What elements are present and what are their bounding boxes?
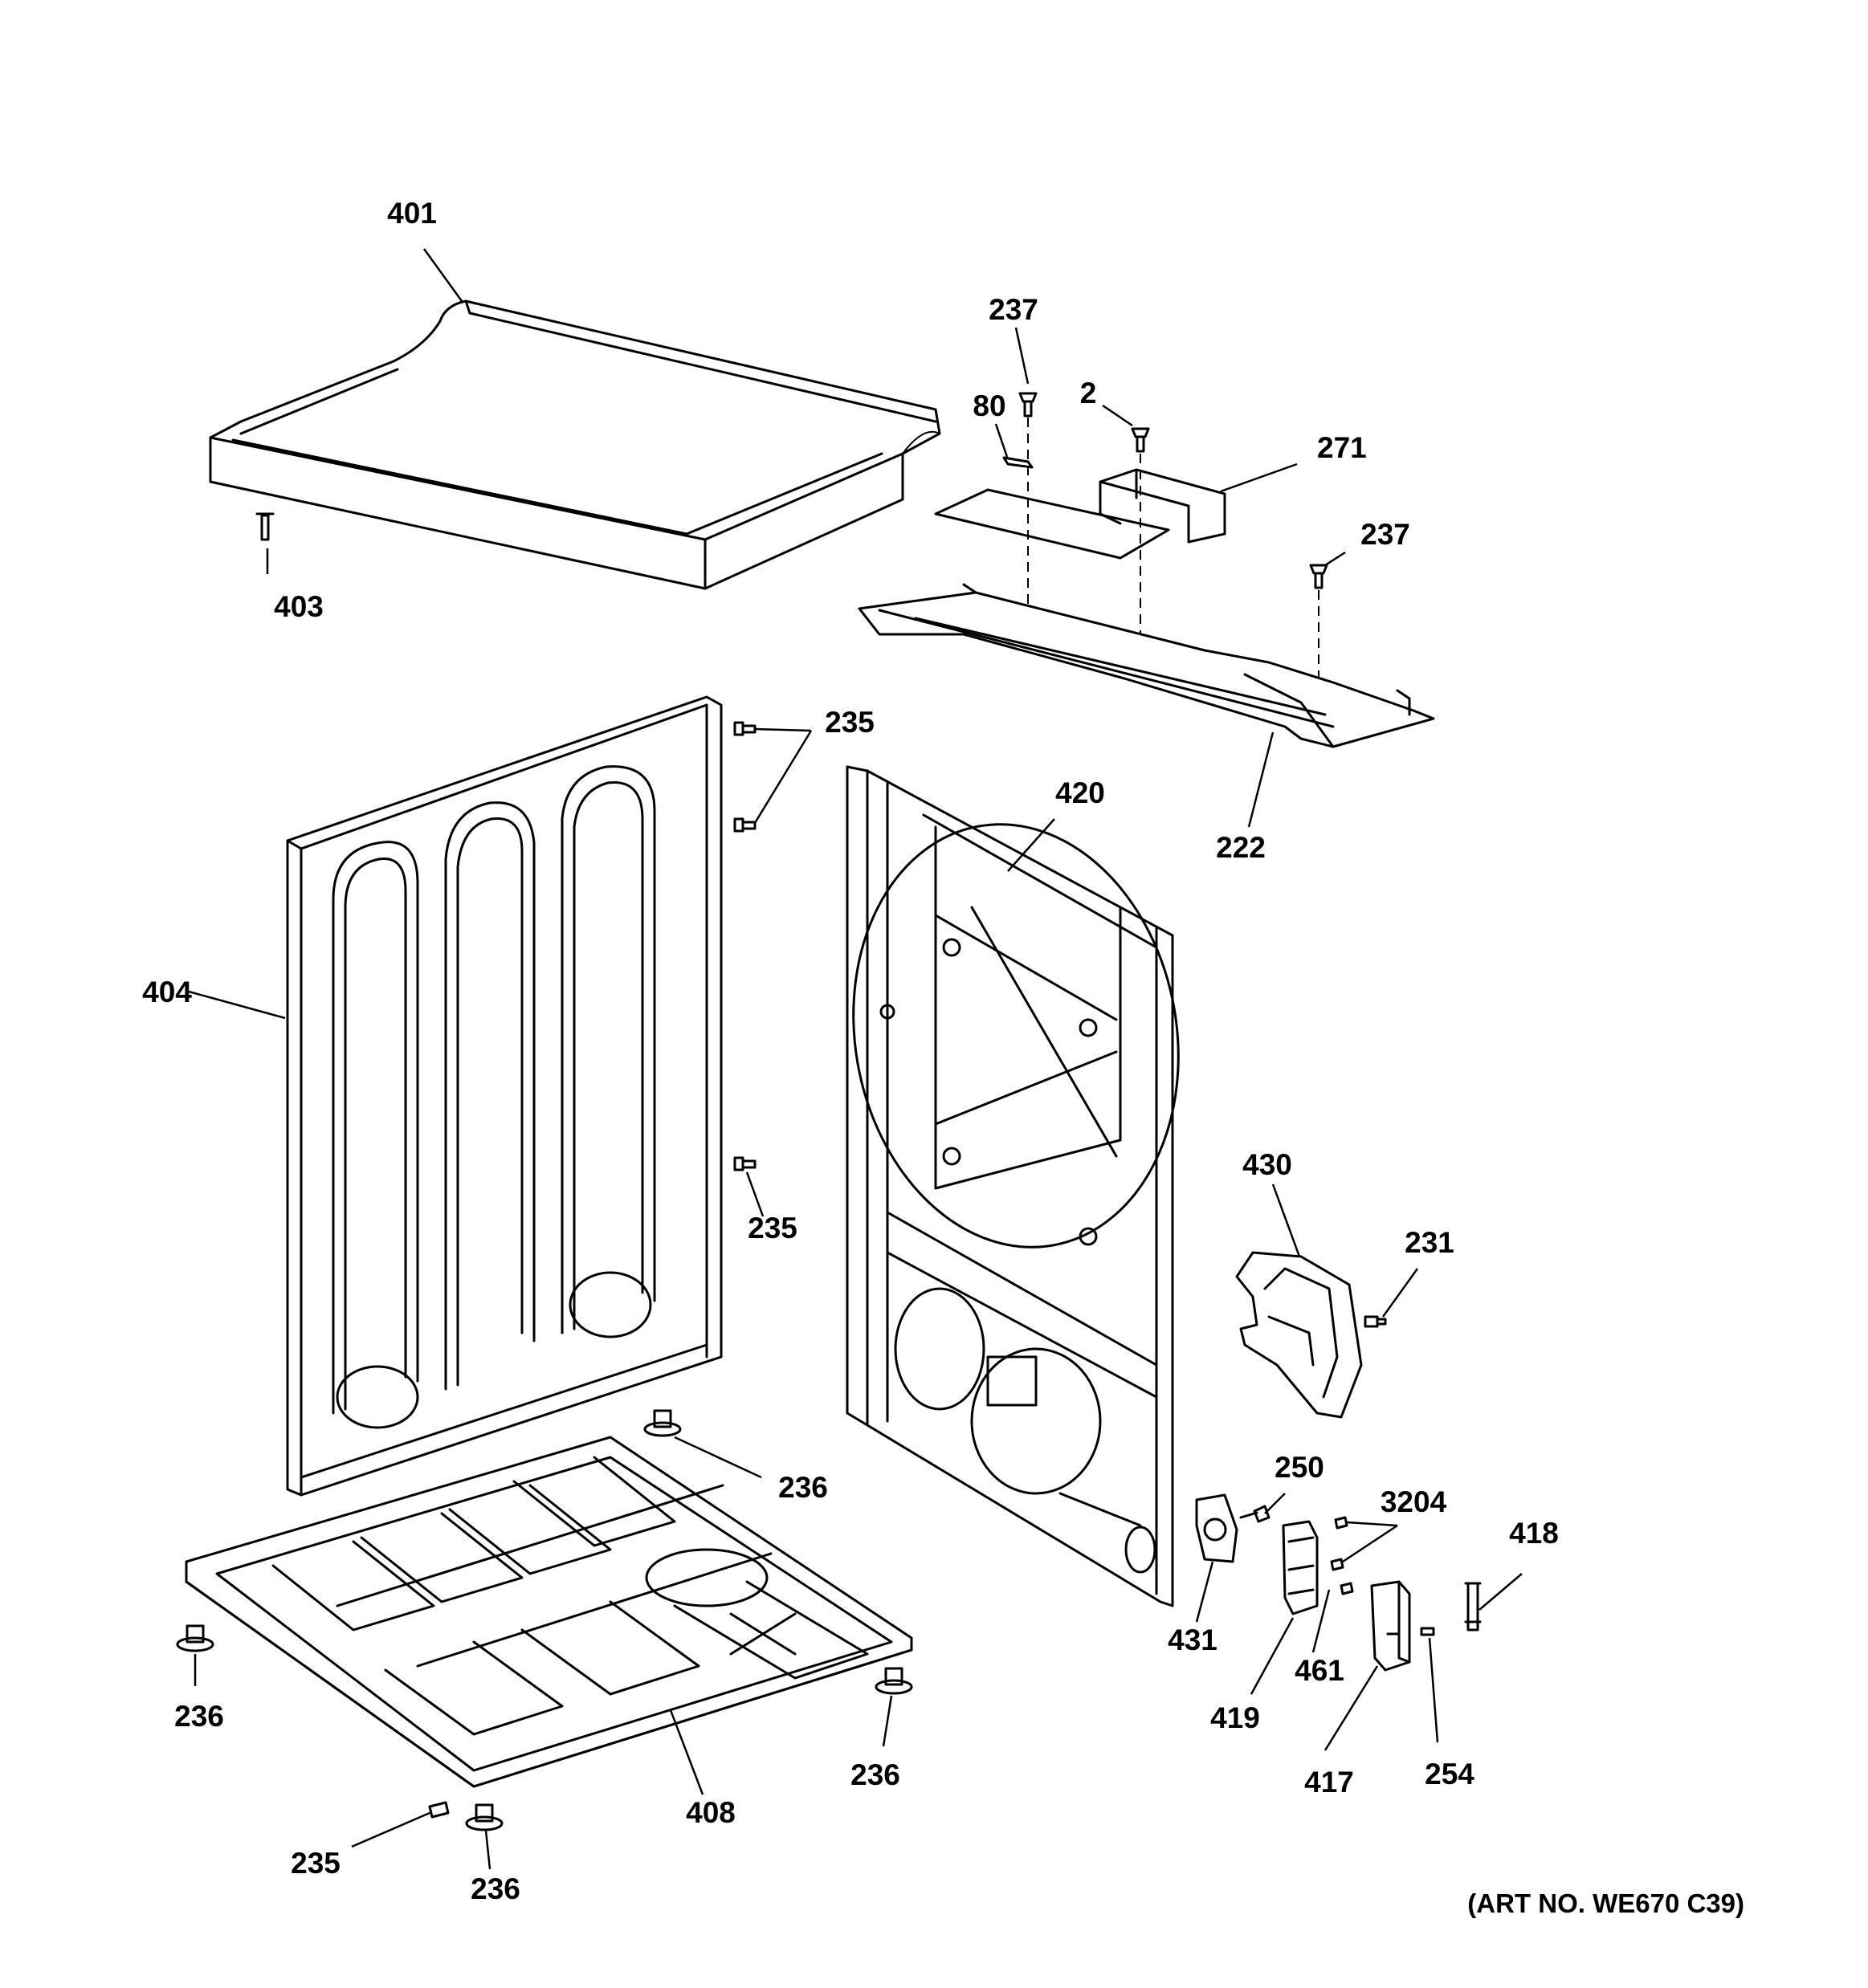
foot-236-upper bbox=[643, 1409, 682, 1437]
callout-404: 404 bbox=[142, 976, 192, 1008]
callout-235-upper: 235 bbox=[825, 706, 875, 739]
callout-237-right: 237 bbox=[1360, 518, 1410, 551]
callout-431: 431 bbox=[1168, 1623, 1217, 1656]
callout-403: 403 bbox=[274, 590, 324, 623]
foot-236-right bbox=[875, 1667, 913, 1695]
callout-235-bottom: 235 bbox=[291, 1847, 341, 1880]
callout-430: 430 bbox=[1242, 1148, 1292, 1181]
screw-235-lower bbox=[733, 1156, 757, 1171]
fitting-418 bbox=[1464, 1582, 1482, 1632]
screw-235-mid bbox=[733, 817, 757, 833]
callout-237-top: 237 bbox=[989, 293, 1038, 326]
callout-408: 408 bbox=[686, 1796, 736, 1829]
terminal-cover-417 bbox=[1370, 1580, 1411, 1672]
screw-250 bbox=[1239, 1505, 1270, 1523]
callout-418: 418 bbox=[1509, 1517, 1559, 1550]
rear-panel-420 bbox=[846, 765, 1180, 1607]
screw-461 bbox=[1340, 1582, 1354, 1595]
screw-235-bottom bbox=[428, 1801, 450, 1819]
callout-2: 2 bbox=[1080, 377, 1097, 409]
callout-271: 271 bbox=[1317, 431, 1367, 464]
callout-461: 461 bbox=[1295, 1654, 1344, 1687]
screw-3204-upper bbox=[1334, 1516, 1348, 1530]
screw-235-upper bbox=[733, 721, 757, 736]
callout-222: 222 bbox=[1216, 831, 1266, 864]
callout-235-mid: 235 bbox=[748, 1212, 797, 1245]
bracket-431 bbox=[1195, 1493, 1238, 1563]
callout-236-right: 236 bbox=[850, 1758, 900, 1791]
callout-236-left: 236 bbox=[174, 1700, 224, 1733]
callout-254: 254 bbox=[1425, 1758, 1474, 1790]
screw-403 bbox=[255, 512, 275, 541]
base-408 bbox=[185, 1436, 913, 1788]
screw-237-right bbox=[1309, 564, 1328, 589]
callout-231: 231 bbox=[1405, 1226, 1454, 1259]
terminal-block-419 bbox=[1282, 1520, 1319, 1615]
foot-236-bottom bbox=[465, 1803, 504, 1831]
callout-236-upper: 236 bbox=[778, 1471, 828, 1504]
callout-419: 419 bbox=[1210, 1701, 1260, 1734]
duct-430 bbox=[1235, 1251, 1363, 1419]
side-panel-404 bbox=[286, 695, 723, 1497]
leader-lines bbox=[188, 248, 1523, 1870]
callout-250: 250 bbox=[1275, 1451, 1324, 1484]
callout-labels: 401 403 237 80 2 271 237 222 235 420 404… bbox=[142, 197, 1744, 1918]
callout-3204: 3204 bbox=[1381, 1485, 1447, 1518]
art-number: (ART NO. WE670 C39) bbox=[1467, 1888, 1744, 1918]
top-panel-401 bbox=[209, 299, 941, 590]
callout-420: 420 bbox=[1055, 776, 1105, 809]
callout-80: 80 bbox=[973, 389, 1005, 422]
screw-231 bbox=[1364, 1315, 1387, 1328]
bracket-cover-271 bbox=[934, 456, 1226, 560]
foot-236-left bbox=[176, 1624, 214, 1652]
callout-401: 401 bbox=[387, 197, 437, 230]
screw-3204-lower bbox=[1330, 1558, 1344, 1571]
callout-236-bottom: 236 bbox=[471, 1872, 520, 1905]
screw-254 bbox=[1420, 1627, 1435, 1636]
screw-2 bbox=[1131, 427, 1150, 453]
top-rail-222 bbox=[858, 583, 1435, 748]
screw-237-top bbox=[1018, 392, 1038, 418]
callout-417: 417 bbox=[1304, 1766, 1354, 1799]
